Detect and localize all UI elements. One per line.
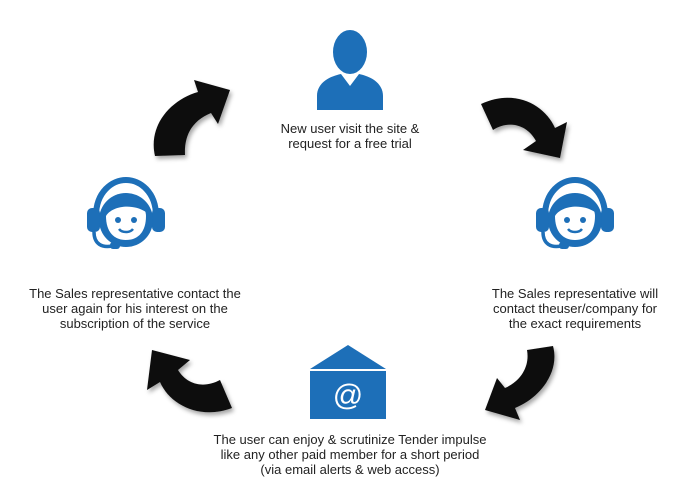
caption-line: The Sales representative contact the bbox=[29, 286, 241, 301]
step-2-caption: The Sales representative will contact th… bbox=[470, 286, 680, 331]
curved-arrow-icon bbox=[153, 80, 230, 156]
step-4-caption: The Sales representative contact the use… bbox=[10, 286, 260, 331]
caption-line: contact theuser/company for bbox=[492, 301, 658, 316]
caption-line: user again for his interest on the bbox=[42, 301, 228, 316]
step-1-caption: New user visit the site & request for a … bbox=[250, 121, 450, 151]
support-agent-icon bbox=[82, 176, 170, 258]
caption-line: subscription of the service bbox=[59, 316, 211, 331]
caption-line: The Sales representative will bbox=[491, 286, 659, 301]
caption-line: the exact requirements bbox=[508, 316, 642, 331]
curved-arrow-icon bbox=[147, 350, 232, 413]
svg-text:@: @ bbox=[333, 379, 363, 412]
caption-line: New user visit the site & bbox=[280, 121, 420, 136]
caption-line: The user can enjoy & scrutinize Tender i… bbox=[213, 432, 487, 447]
step-3-caption: The user can enjoy & scrutinize Tender i… bbox=[180, 432, 520, 477]
curved-arrow-icon bbox=[481, 97, 567, 158]
caption-line: (via email alerts & web access) bbox=[260, 462, 440, 477]
user-icon bbox=[313, 26, 387, 110]
support-agent-icon bbox=[531, 176, 619, 258]
email-icon: @ bbox=[308, 343, 388, 421]
caption-line: request for a free trial bbox=[288, 136, 412, 151]
caption-line: like any other paid member for a short p… bbox=[220, 447, 480, 462]
curved-arrow-icon bbox=[485, 346, 555, 420]
